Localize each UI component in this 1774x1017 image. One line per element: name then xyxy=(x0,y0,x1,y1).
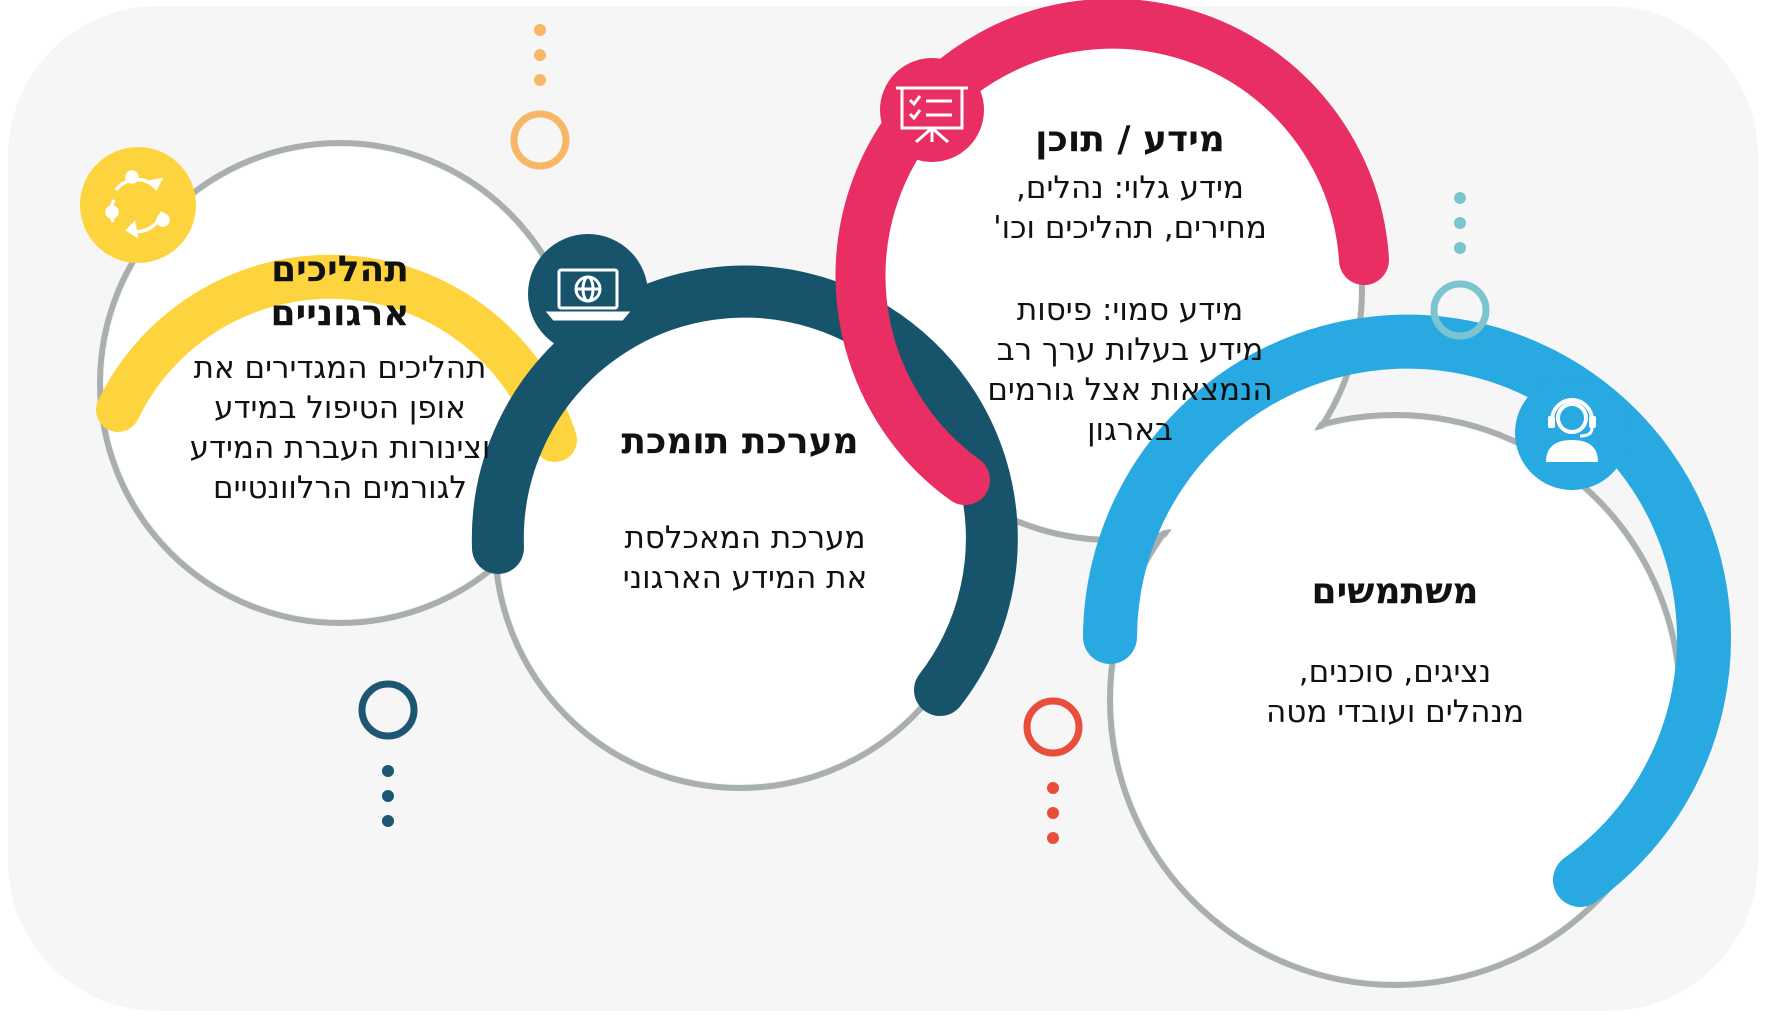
badge-content xyxy=(880,58,984,162)
deco-light-blue xyxy=(1430,192,1490,340)
system-body: מערכת המאכלסת את המידע הארגוני xyxy=(622,520,868,596)
headset-user-icon xyxy=(1546,398,1598,462)
users-body: נציגים, סוכנים, מנהלים ועובדי מטה xyxy=(1265,654,1525,730)
deco-navy xyxy=(358,680,418,827)
users-title: משתמשים xyxy=(1311,571,1479,612)
arc-system xyxy=(471,265,1018,716)
laptop-globe-icon xyxy=(545,268,631,321)
content-body-explicit: מידע גלוי: נהלים, מחירים, תהליכים וכו' xyxy=(993,170,1267,246)
content-title: מידע / תוכן xyxy=(1035,119,1225,160)
badge-system xyxy=(528,234,648,354)
cycle-arrows-icon xyxy=(105,170,170,239)
badge-processes xyxy=(80,147,196,263)
presentation-board-icon xyxy=(896,86,968,144)
badge-users xyxy=(1515,376,1629,490)
processes-body: תהליכים המגדירים את אופן הטיפול במידע וצ… xyxy=(189,350,491,506)
content-body-tacit: מידע סמוי: פיסות מידע בעלות ערך רב הנמצא… xyxy=(987,292,1273,448)
deco-red xyxy=(1023,697,1083,844)
arc-processes xyxy=(96,254,577,462)
arc-content xyxy=(835,0,1389,505)
system-title: מערכת תומכת xyxy=(621,421,859,462)
processes-title: תהליכים ארגוניים xyxy=(270,249,410,334)
deco-orange xyxy=(510,24,570,170)
arc-users xyxy=(1083,314,1731,907)
